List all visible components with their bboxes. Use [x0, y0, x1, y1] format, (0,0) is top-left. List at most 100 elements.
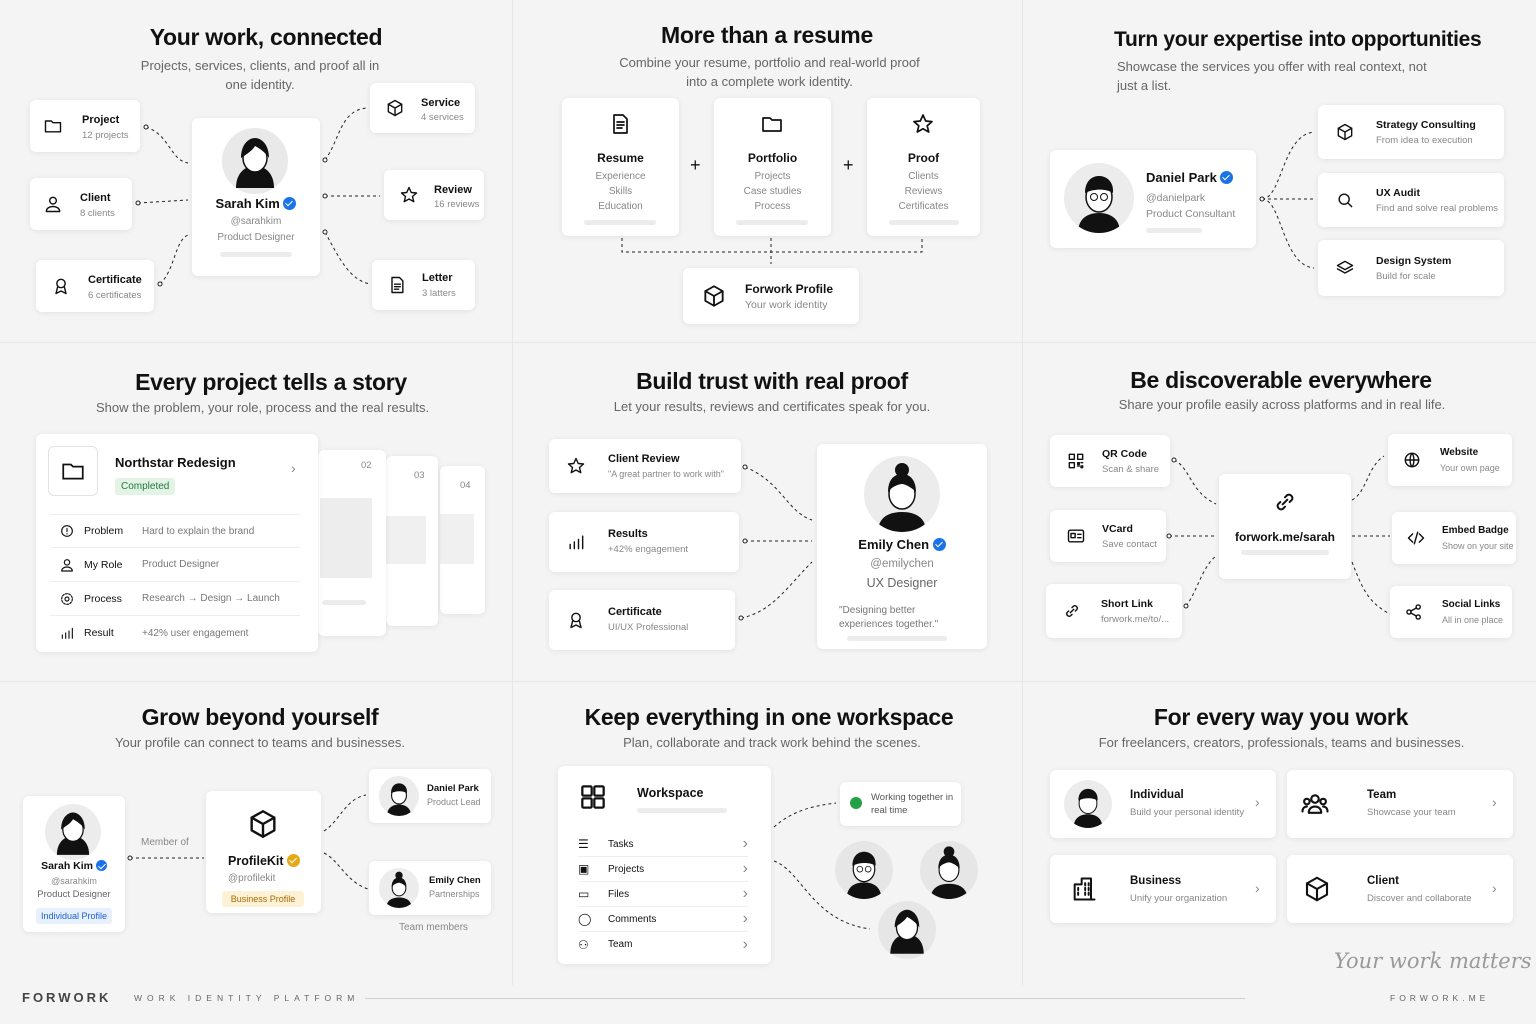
share-website[interactable]: Website Your own page: [1388, 434, 1512, 486]
service-design-system[interactable]: Design System Build for scale: [1318, 240, 1504, 296]
online-indicator-icon: [850, 797, 862, 809]
profile-name: Sarah Kim: [41, 860, 93, 872]
forwork-profile-result[interactable]: Forwork Profile Your work identity: [683, 268, 859, 324]
profile-card[interactable]: Emily Chen @emilychen UX Designer "Desig…: [817, 444, 987, 649]
site-url[interactable]: FORWORK.ME: [1390, 993, 1490, 1003]
page-card-03[interactable]: 03: [386, 456, 438, 626]
business-profile-card[interactable]: ProfileKit @profilekit Business Profile: [206, 791, 321, 913]
chevron-right-icon: ›: [742, 860, 748, 877]
team-member-daniel[interactable]: Daniel Park Product Lead: [369, 769, 491, 823]
type-label: Team: [1367, 789, 1397, 801]
type-sub: Showcase your team: [1367, 807, 1456, 818]
row-value: +42% user engagement: [142, 627, 249, 639]
profile-handle: @emilychen: [870, 558, 934, 570]
col-portfolio[interactable]: Portfolio Projects Case studies Process: [714, 98, 831, 236]
menu-item-projects[interactable]: ▣Projects›: [578, 857, 748, 882]
proof-results[interactable]: Results +42% engagement: [549, 512, 739, 572]
menu-item-tasks[interactable]: ☰Tasks›: [578, 832, 748, 857]
gear-icon: [50, 591, 84, 607]
item-label: Letter: [422, 272, 453, 284]
globe-icon: [1400, 448, 1424, 472]
item-review[interactable]: Review 16 reviews: [384, 170, 484, 220]
chevron-right-icon: ›: [742, 885, 748, 902]
item-service[interactable]: Service 4 services: [370, 83, 475, 133]
team-icon: ⚇: [578, 937, 589, 952]
type-business[interactable]: Business Unify your organization ›: [1050, 855, 1276, 923]
type-individual[interactable]: Individual Build your personal identity …: [1050, 770, 1276, 838]
item-project[interactable]: Project 12 projects: [30, 100, 140, 152]
award-icon: [50, 275, 72, 297]
panel-subtitle: Combine your resume, portfolio and real-…: [619, 55, 920, 89]
panel-every-way: For every way you work For freelancers, …: [1022, 681, 1536, 985]
col-resume[interactable]: Resume Experience Skills Education: [562, 98, 679, 236]
panel-more-than-resume: More than a resume Combine your resume, …: [512, 0, 1022, 342]
proof-label: Client Review: [608, 453, 680, 465]
item-client[interactable]: Client 8 clients: [30, 178, 132, 230]
share-qr-code[interactable]: QR Code Scan & share: [1050, 435, 1170, 487]
verified-badge-icon: [1220, 171, 1234, 184]
service-strategy[interactable]: Strategy Consulting From idea to executi…: [1318, 105, 1504, 159]
profile-handle: @danielpark: [1146, 192, 1206, 204]
page-card-04[interactable]: 04: [440, 466, 485, 614]
project-name: Northstar Redesign: [115, 455, 236, 470]
menu-label: Comments: [608, 913, 657, 925]
comment-icon: ◯: [578, 912, 592, 926]
service-label: Design System: [1376, 255, 1452, 267]
share-vcard[interactable]: VCard Save contact: [1050, 510, 1166, 562]
service-sub: From idea to execution: [1376, 135, 1473, 146]
share-embed-badge[interactable]: Embed Badge Show on your site: [1392, 512, 1516, 564]
panel-subtitle: Your profile can connect to teams and bu…: [114, 735, 406, 750]
search-icon: [1334, 189, 1356, 211]
avatar: [379, 776, 419, 816]
tagline-script: Your work matters: [1334, 949, 1532, 973]
team-member-emily[interactable]: Emily Chen Partnerships: [369, 861, 491, 915]
proof-certificate[interactable]: Certificate UI/UX Professional: [549, 590, 735, 650]
individual-profile-card[interactable]: Sarah Kim @sarahkim Product Designer Ind…: [23, 796, 125, 932]
page-card-02[interactable]: 02: [318, 450, 386, 636]
profile-link-card[interactable]: forwork.me/sarah: [1219, 474, 1351, 579]
menu-item-comments[interactable]: ◯Comments›: [578, 907, 748, 932]
item-sub: 8 clients: [80, 208, 115, 219]
page-number: 04: [460, 480, 471, 491]
type-client[interactable]: Client Discover and collaborate ›: [1287, 855, 1513, 923]
menu-item-files[interactable]: ▭Files›: [578, 882, 748, 907]
panel-build-trust: Build trust with real proof Let your res…: [512, 342, 1022, 681]
share-social-links[interactable]: Social Links All in one place: [1390, 586, 1512, 638]
panel-title: Your work, connected: [149, 24, 383, 50]
project-card[interactable]: Northstar Redesign Completed › Problem H…: [36, 434, 318, 652]
row-value: Research → Design → Launch: [142, 593, 280, 604]
plus-sign: +: [690, 155, 701, 175]
share-short-link[interactable]: Short Link forwork.me/to/...: [1046, 584, 1182, 638]
document-icon: [608, 112, 632, 136]
type-label: Business: [1130, 875, 1182, 887]
item-certificate[interactable]: Certificate 6 certificates: [36, 260, 154, 312]
workspace-card[interactable]: Workspace ☰Tasks› ▣Projects› ▭Files› ◯Co…: [558, 766, 771, 964]
menu-item-team[interactable]: ⚇Team›: [578, 932, 748, 957]
platform-tagline: WORK IDENTITY PLATFORM: [134, 993, 360, 1003]
service-ux-audit[interactable]: UX Audit Find and solve real problems: [1318, 173, 1504, 227]
panel-title: For every way you work: [1153, 704, 1409, 730]
item-letter[interactable]: Letter 3 latters: [372, 260, 475, 310]
share-label: Embed Badge: [1442, 525, 1509, 536]
panel-subtitle: For freelancers, creators, professionals…: [1098, 735, 1465, 750]
col-line: Process: [754, 201, 791, 212]
type-team[interactable]: Team Showcase your team ›: [1287, 770, 1513, 838]
star-icon: [565, 455, 587, 477]
avatar: [1064, 780, 1112, 828]
profile-card[interactable]: Sarah Kim @sarahkim Product Designer: [192, 118, 320, 276]
award-icon: [565, 609, 587, 631]
chevron-right-icon[interactable]: ›: [291, 460, 296, 476]
profile-name: Sarah Kim: [215, 196, 280, 211]
avatar: [1064, 163, 1134, 233]
proof-label: Certificate: [608, 606, 662, 618]
proof-client-review[interactable]: Client Review "A great partner to work w…: [549, 439, 741, 493]
org-handle: @profilekit: [228, 873, 276, 884]
share-sub: Scan & share: [1102, 464, 1160, 475]
col-proof[interactable]: Proof Clients Reviews Certificates: [867, 98, 980, 236]
member-of-label: Member of: [141, 837, 189, 848]
col-line: Clients: [908, 171, 939, 182]
col-line: Experience: [595, 171, 646, 182]
profile-card[interactable]: Daniel Park @danielpark Product Consulta…: [1050, 150, 1256, 248]
service-label: Strategy Consulting: [1376, 119, 1476, 131]
brand-logo[interactable]: FORWORK: [22, 990, 112, 1005]
